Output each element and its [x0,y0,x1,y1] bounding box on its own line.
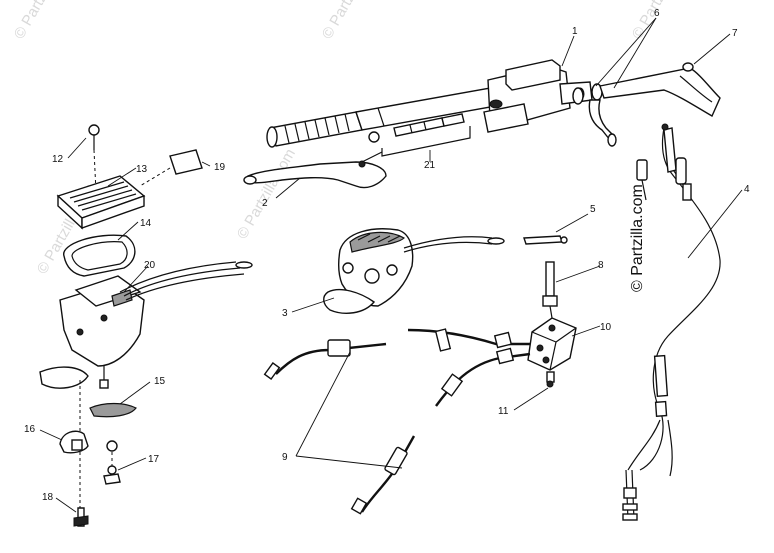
left-master-cylinder [39,124,253,512]
fitting [542,261,558,319]
master-cylinder-clamp [483,103,529,133]
callout-21: 21 [424,160,436,171]
callout-3: 3 [282,308,288,319]
watermark-center-mid: © Partzilla.com [234,146,299,242]
callout-16: 16 [24,424,36,435]
distribution-block [527,317,577,371]
callout-20: 20 [144,260,156,271]
callout-4: 4 [744,184,750,195]
callout-18: 18 [42,492,54,503]
callout-6: 6 [654,8,660,19]
watermark-top-right: © Partzilla.com [629,0,694,42]
watermark-side: © Partzilla.com [629,184,646,292]
callout-17: 17 [148,454,160,465]
master-cylinder-reservoir [505,59,561,91]
banjo-bolt [572,83,617,147]
callout-5: 5 [590,204,596,215]
bracket-15 [89,402,137,418]
cable-end [523,235,568,245]
callout-13: 13 [136,164,148,175]
callout-19: 19 [214,162,226,173]
callout-1: 1 [572,26,578,37]
washer-17a [106,440,118,452]
callout-8: 8 [598,260,604,271]
bolt [546,371,555,388]
callout-9: 9 [282,452,288,463]
watermark-top-center: © Partzilla.com [319,0,384,42]
washer-17b [107,465,117,475]
brake-lever [243,160,387,189]
piston-kit [361,113,471,163]
handlebar-assembly [266,59,593,148]
callout-10: 10 [600,322,612,333]
lower-hardware [59,402,137,527]
grip-end [266,126,278,148]
switch-housing [323,228,505,314]
callout-12: 12 [52,154,64,165]
callout-14: 14 [140,218,152,229]
grip-ribs [284,113,350,144]
throttle-housing [599,62,721,117]
callout-2: 2 [262,198,268,209]
throttle-cable [622,123,721,521]
callout-11: 11 [498,406,509,417]
callout-15: 15 [154,376,166,387]
brake-lines [263,328,531,515]
watermark-top-left: © Partzilla.com [11,0,76,42]
callout-labels: 1 2 3 4 5 6 7 8 9 10 11 12 13 14 15 16 1… [24,8,750,503]
callout-7: 7 [732,28,738,39]
leader-lines [39,17,743,513]
